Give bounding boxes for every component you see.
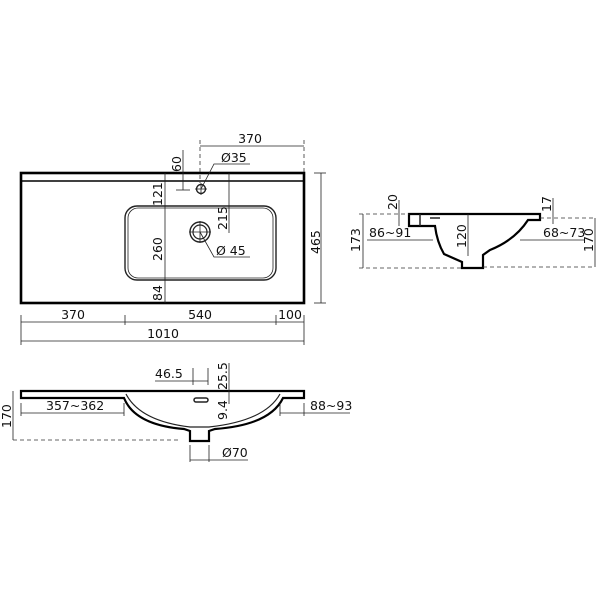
dim-bowl-depth: 260 bbox=[150, 237, 165, 261]
dim-bowl-to-front: 84 bbox=[150, 285, 165, 301]
overflow-slot bbox=[193, 397, 209, 403]
front-view: 46.5 25.5 9.4 357~362 88~93 170 Ø70 bbox=[0, 362, 352, 462]
dim-overall-width: 1010 bbox=[147, 326, 179, 341]
side-profile bbox=[407, 212, 542, 270]
dim-back-to-bowl: 121 bbox=[150, 182, 165, 206]
dim-front-left-overhang: 357~362 bbox=[46, 398, 104, 413]
dim-drain-diameter: Ø 45 bbox=[216, 243, 246, 258]
dim-tap-offset: 370 bbox=[238, 131, 262, 146]
dim-left-segment: 370 bbox=[61, 307, 85, 322]
dim-overflow-offset: 46.5 bbox=[155, 366, 183, 381]
dim-drain-from-back: 215 bbox=[215, 206, 230, 230]
top-view-outline bbox=[19, 171, 306, 305]
dim-side-bowl-depth: 120 bbox=[454, 224, 469, 248]
top-view: 370 Ø35 60 121 260 84 215 Ø 45 465 370 5… bbox=[19, 131, 326, 345]
dim-side-left-overhang: 86~91 bbox=[369, 225, 411, 240]
dim-front-height: 170 bbox=[0, 404, 14, 428]
side-view: 120 173 20 86~91 170 17 68~73 bbox=[348, 194, 596, 270]
dim-front-drain-diameter: Ø70 bbox=[222, 445, 248, 460]
dim-side-right-overhang: 68~73 bbox=[543, 225, 585, 240]
dim-tap-diameter: Ø35 bbox=[221, 150, 247, 165]
bowl-outline bbox=[124, 205, 277, 281]
dim-overflow-height: 9.4 bbox=[215, 400, 230, 420]
front-profile bbox=[19, 389, 306, 443]
dim-overflow-top: 25.5 bbox=[215, 362, 230, 390]
dim-side-right-top: 17 bbox=[539, 196, 554, 212]
dim-bowl-width: 540 bbox=[188, 307, 212, 322]
dim-depth: 465 bbox=[308, 230, 323, 254]
dim-side-top: 20 bbox=[385, 194, 400, 210]
dim-side-right-height: 170 bbox=[581, 228, 596, 252]
dim-front-right-overhang: 88~93 bbox=[310, 398, 352, 413]
dim-right-segment: 100 bbox=[278, 307, 302, 322]
bowl-inner-outline bbox=[127, 207, 274, 279]
dim-tap-from-back: 60 bbox=[169, 156, 184, 172]
dim-side-left-height: 173 bbox=[348, 228, 363, 252]
